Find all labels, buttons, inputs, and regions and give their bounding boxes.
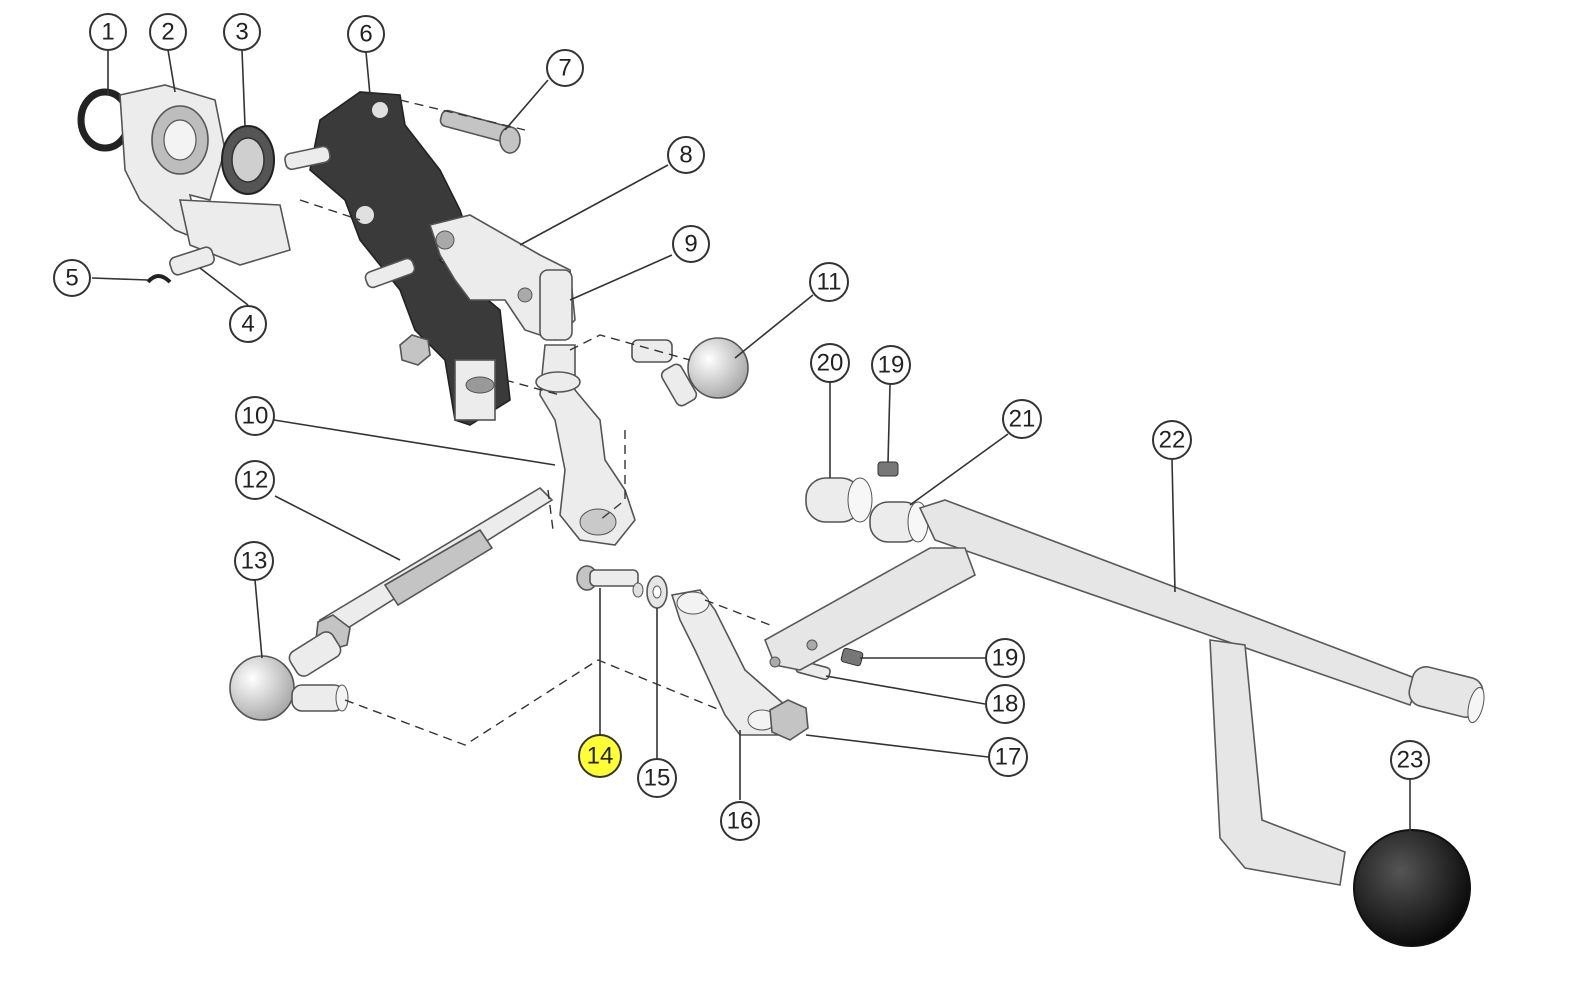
callout-12[interactable]: 12 (235, 460, 275, 500)
svg-text:22: 22 (1159, 427, 1186, 454)
part-4-pin (169, 246, 215, 276)
callout-7[interactable]: 7 (546, 49, 584, 87)
callout-9[interactable]: 9 (672, 225, 710, 263)
part-19-set-screw-lower (840, 647, 864, 667)
callout-10[interactable]: 10 (235, 396, 275, 436)
part-12-rod (315, 486, 554, 651)
svg-text:6: 6 (359, 21, 372, 48)
svg-text:18: 18 (992, 691, 1019, 718)
svg-text:7: 7 (558, 55, 571, 82)
svg-text:19: 19 (992, 645, 1019, 672)
svg-text:2: 2 (161, 19, 174, 46)
callout-3[interactable]: 3 (223, 13, 261, 51)
callouts: 1 2 3 4 5 6 7 8 9 10 11 12 13 14 15 16 1… (53, 13, 1430, 841)
svg-text:4: 4 (241, 311, 254, 338)
svg-text:23: 23 (1397, 747, 1424, 774)
callout-15[interactable]: 15 (637, 758, 677, 798)
callout-14[interactable]: 14 (578, 734, 622, 778)
part-23-knob (1353, 829, 1471, 947)
svg-text:21: 21 (1009, 406, 1036, 433)
part-9-link (539, 269, 573, 341)
callout-13[interactable]: 13 (234, 541, 274, 581)
svg-text:13: 13 (241, 548, 268, 575)
svg-text:15: 15 (644, 765, 671, 792)
svg-text:20: 20 (817, 350, 844, 377)
svg-text:8: 8 (679, 142, 692, 169)
callout-6[interactable]: 6 (347, 15, 385, 53)
part-13-rod-end (229, 631, 349, 721)
callout-16[interactable]: 16 (720, 801, 760, 841)
assembly-lines (299, 99, 771, 746)
callout-19-lower[interactable]: 19 (985, 638, 1025, 678)
part-14-shoulder-bolt (576, 565, 644, 598)
part-17-nut (769, 699, 809, 741)
svg-text:17: 17 (995, 744, 1022, 771)
svg-text:11: 11 (817, 269, 842, 296)
svg-text:5: 5 (65, 265, 78, 292)
upper-bracket-assembly (77, 84, 576, 426)
part-20-bushing (805, 477, 873, 523)
part-11-ball-joint (631, 337, 749, 407)
part-22-shifter-frame (763, 499, 1485, 886)
callout-5[interactable]: 5 (53, 259, 91, 297)
svg-text:10: 10 (242, 403, 269, 430)
svg-text:3: 3 (235, 19, 248, 46)
callout-2[interactable]: 2 (149, 13, 187, 51)
callout-18[interactable]: 18 (985, 684, 1025, 724)
callout-4[interactable]: 4 (229, 305, 267, 343)
callout-19-upper[interactable]: 19 (871, 345, 911, 385)
callout-1[interactable]: 1 (89, 13, 127, 51)
part-16-link-plate (670, 589, 786, 736)
part-5-clip (146, 274, 172, 284)
part-19-set-screw-upper (877, 461, 899, 477)
svg-text:14: 14 (587, 743, 614, 770)
part-10-lever (535, 344, 636, 546)
svg-text:19: 19 (878, 352, 905, 379)
callout-17[interactable]: 17 (988, 737, 1028, 777)
svg-text:1: 1 (101, 19, 114, 46)
callout-23[interactable]: 23 (1390, 740, 1430, 780)
svg-text:16: 16 (727, 808, 754, 835)
callout-22[interactable]: 22 (1152, 420, 1192, 460)
callout-8[interactable]: 8 (667, 136, 705, 174)
svg-text:9: 9 (684, 231, 697, 258)
callout-11[interactable]: 11 (809, 262, 849, 302)
svg-text:12: 12 (242, 467, 269, 494)
callout-20[interactable]: 20 (810, 343, 850, 383)
callout-21[interactable]: 21 (1002, 399, 1042, 439)
leader-lines (91, 49, 1411, 832)
part-15-washer (646, 575, 668, 609)
